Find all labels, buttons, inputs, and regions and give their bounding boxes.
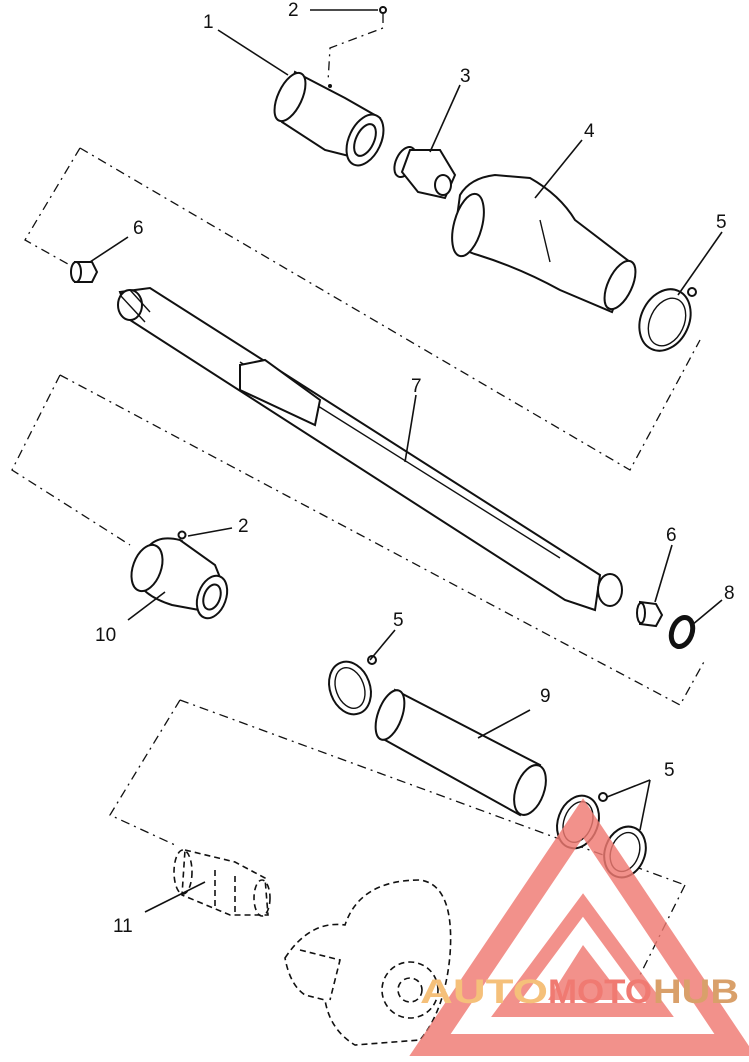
tube-part-9 bbox=[374, 688, 547, 817]
o-ring-part-8 bbox=[668, 614, 696, 650]
end-cap-part-6-left bbox=[70, 261, 99, 283]
watermark-text-moto: MOTO bbox=[548, 973, 652, 1011]
end-cap-part-6-right bbox=[636, 600, 664, 628]
callout-3: 3 bbox=[460, 66, 471, 87]
alignment-box-middle bbox=[11, 374, 706, 706]
callout-5-middle: 5 bbox=[393, 610, 404, 631]
bushing-part-3 bbox=[393, 146, 457, 200]
callout-7: 7 bbox=[411, 376, 422, 397]
callout-9: 9 bbox=[540, 686, 551, 707]
callout-11: 11 bbox=[113, 916, 133, 937]
watermark-wordmark: AUTO MOTO HUB bbox=[420, 973, 739, 1011]
callout-labels: 1 2 3 4 5 6 7 2 6 8 10 5 9 5 11 bbox=[95, 0, 735, 937]
callout-10: 10 bbox=[95, 625, 116, 646]
watermark-text-hub: HUB bbox=[653, 973, 739, 1011]
spline-hub-part-11 bbox=[173, 849, 271, 917]
leader-lines bbox=[89, 29, 723, 913]
sleeve-part-1 bbox=[273, 70, 385, 167]
watermark-logo bbox=[409, 798, 749, 1056]
callout-5-top: 5 bbox=[716, 212, 727, 233]
clamp-part-5-middle bbox=[328, 655, 377, 716]
callout-6-left: 6 bbox=[133, 218, 144, 239]
alignment-box-upper bbox=[24, 147, 701, 471]
callout-4: 4 bbox=[584, 121, 595, 142]
set-screw-top bbox=[310, 6, 387, 83]
callout-2-top: 2 bbox=[288, 0, 299, 21]
watermark-text-auto: AUTO bbox=[420, 973, 548, 1011]
callout-1: 1 bbox=[203, 12, 214, 33]
clamp-part-5-top bbox=[638, 287, 697, 352]
coupler-part-10 bbox=[130, 537, 229, 620]
callout-8: 8 bbox=[724, 583, 735, 604]
ghost-housing bbox=[284, 879, 452, 1046]
callout-6-right: 6 bbox=[666, 525, 677, 546]
callout-5-lower: 5 bbox=[664, 760, 675, 781]
shaft-part-7 bbox=[117, 286, 623, 612]
callout-2-middle: 2 bbox=[238, 516, 249, 537]
boot-part-4 bbox=[451, 173, 637, 314]
